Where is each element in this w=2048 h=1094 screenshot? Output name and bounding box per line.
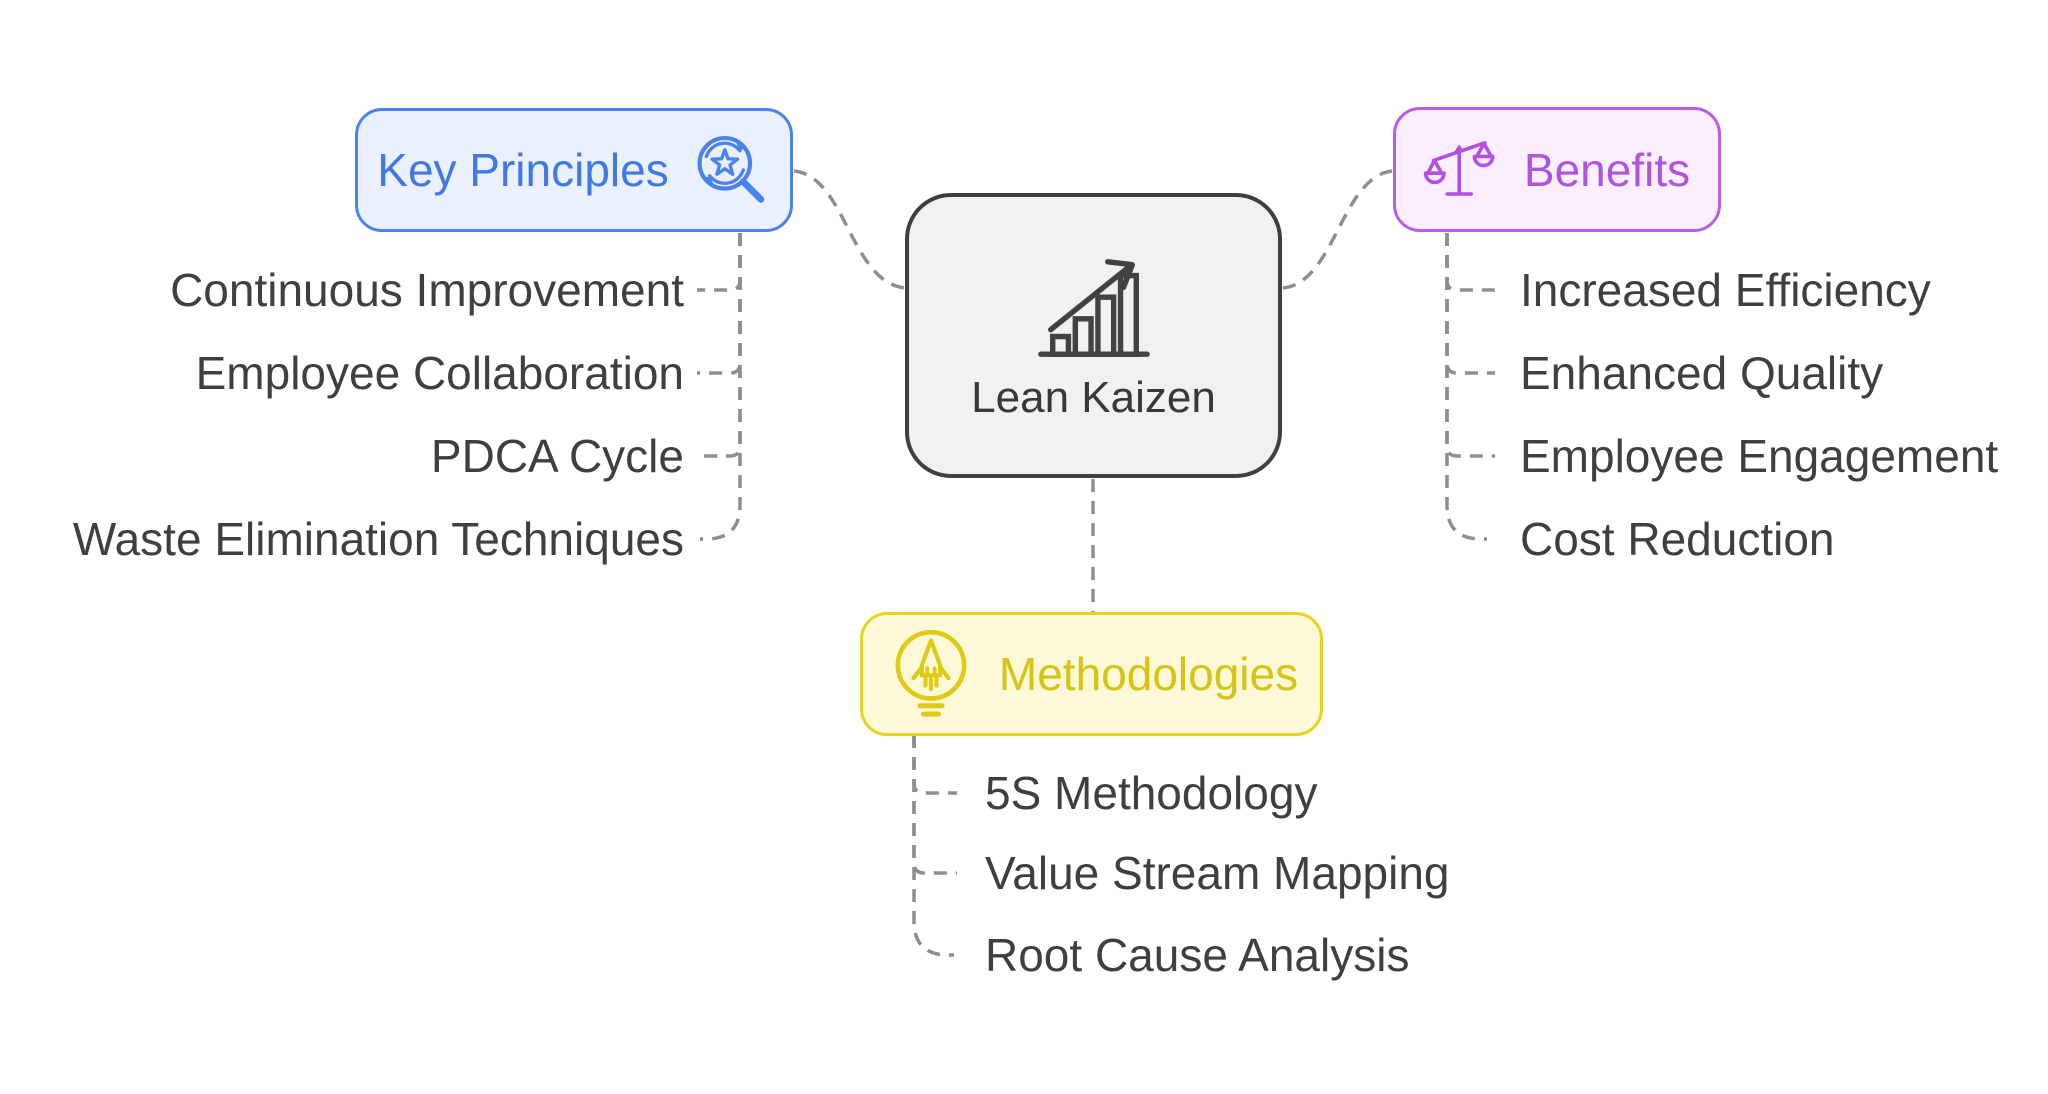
leaf-cost-reduction: Cost Reduction	[1520, 513, 1835, 565]
growth-trend-chart-icon	[1037, 258, 1150, 357]
branch-benefits-label: Benefits	[1523, 143, 1691, 196]
leaf-employee-engagement: Employee Engagement	[1520, 430, 1999, 482]
star-magnifier-refresh-icon	[697, 135, 764, 203]
leaf-employee-collaboration: Employee Collaboration	[195, 347, 684, 399]
edge-center-benefits	[1282, 169, 1393, 290]
central-node-label: Lean Kaizen	[971, 372, 1216, 422]
leaf-pdca-cycle: PDCA Cycle	[430, 430, 684, 482]
branch-methodologies: Methodologies	[860, 612, 1323, 736]
leaf-enhanced-quality: Enhanced Quality	[1520, 347, 1884, 399]
leaf-waste-elimination-techniques: Waste Elimination Techniques	[72, 513, 684, 565]
branch-key-principles-label: Key Principles	[377, 144, 669, 196]
leaf-value-stream-mapping: Value Stream Mapping	[985, 847, 1450, 899]
branch-key-principles: Key Principles	[355, 108, 793, 232]
edge-principles-center	[793, 169, 906, 290]
balance-scale-icon	[1423, 140, 1495, 196]
leaf-5s-methodology: 5S Methodology	[985, 767, 1318, 819]
leaf-increased-efficiency: Increased Efficiency	[1520, 264, 1931, 316]
leaf-root-cause-analysis: Root Cause Analysis	[985, 929, 1410, 981]
leaf-continuous-improvement: Continuous Improvement	[170, 264, 684, 316]
branch-methodologies-label: Methodologies	[998, 648, 1299, 700]
central-node: Lean Kaizen	[905, 193, 1282, 478]
lightbulb-rocket-icon	[895, 629, 967, 717]
branch-benefits: Benefits	[1393, 107, 1721, 232]
